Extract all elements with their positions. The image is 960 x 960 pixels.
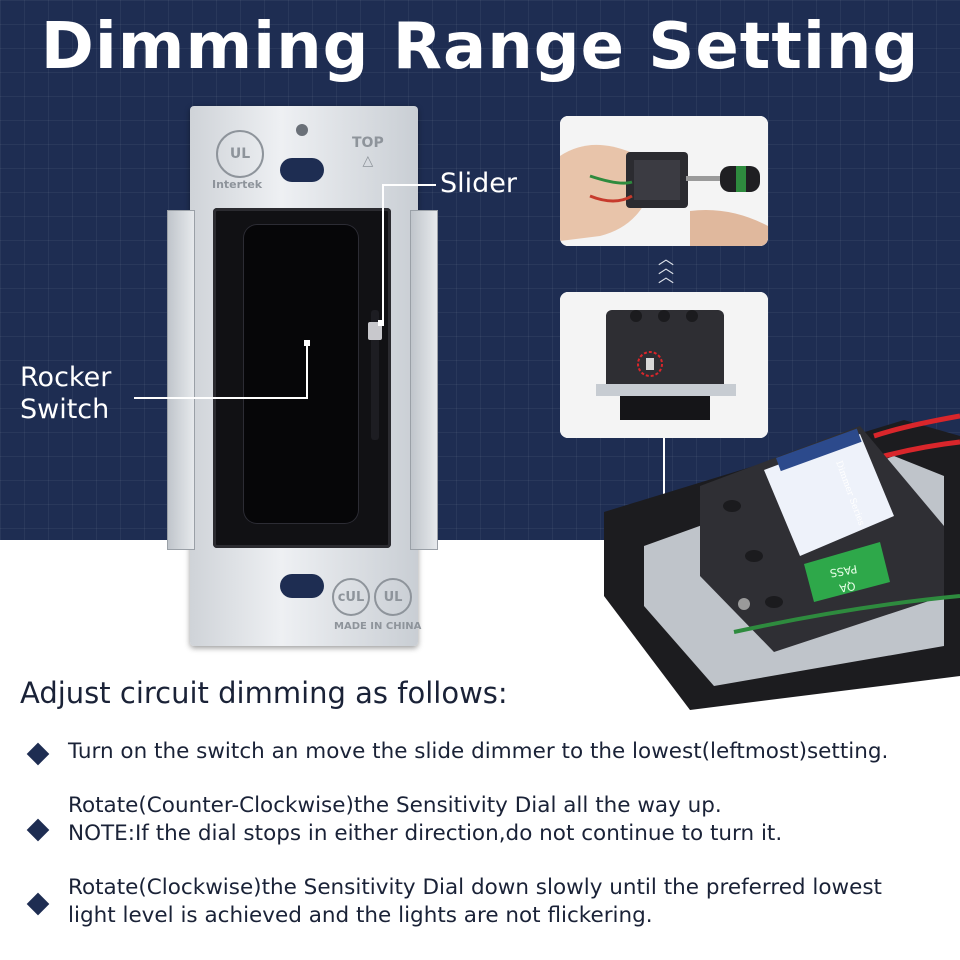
- dial-illustration: [560, 292, 768, 438]
- installed-dimmer-illustration: Dimmer Series PASS QA: [604, 413, 960, 710]
- made-in-label: MADE IN CHINA: [334, 621, 422, 632]
- slider-knob: [368, 322, 382, 340]
- slider-track: [371, 310, 379, 440]
- step-2-line-2: NOTE:If the dial stops in either directi…: [68, 821, 783, 846]
- top-marker: TOP△: [352, 135, 384, 169]
- photo-sensitivity-dial: [560, 292, 768, 438]
- slider-leader-v: [382, 184, 384, 322]
- top-label: TOP: [352, 135, 384, 151]
- instructions-heading: Adjust circuit dimming as follows:: [20, 676, 508, 710]
- screwdriver-illustration: [560, 116, 768, 246]
- plate-ear-right: [410, 210, 438, 550]
- instruction-step-2: Rotate(Counter-Clockwise)the Sensitivity…: [26, 792, 955, 852]
- rocker-callout-line1: Rocker: [20, 362, 112, 393]
- rocker-leader-h: [134, 397, 306, 399]
- installed-dimmer-photo: Dimmer Series PASS QA: [604, 396, 960, 710]
- sticker-qa: QA: [838, 579, 857, 595]
- instruction-step-1: Turn on the switch an move the slide dim…: [26, 738, 955, 768]
- cul-logo: cUL: [332, 578, 370, 616]
- slider-leader-h: [382, 184, 436, 186]
- rocker-leader-dot: [304, 340, 310, 346]
- intertek-logo: Intertek: [212, 178, 263, 191]
- photo-screwdriver-adjust: [560, 116, 768, 246]
- diamond-bullet-icon: [26, 892, 50, 916]
- ul-logo: UL: [216, 130, 264, 178]
- screw-hole-top: [296, 124, 308, 136]
- step-2-line-1: Rotate(Counter-Clockwise)the Sensitivity…: [68, 793, 722, 818]
- rocker-callout-line2: Switch: [20, 394, 110, 425]
- ul-bottom-logo: UL: [374, 578, 412, 616]
- header-band: [0, 0, 960, 540]
- mount-slot-top: [280, 158, 324, 182]
- up-arrows-icon: ︿︿︿: [657, 249, 674, 286]
- dial-leader-v: [663, 438, 665, 548]
- step-3-line-1: Rotate(Clockwise)the Sensitivity Dial do…: [68, 875, 882, 900]
- page-title: Dimming Range Setting: [40, 10, 920, 84]
- step-1-line-1: Turn on the switch an move the slide dim…: [68, 739, 889, 764]
- mount-slot-bottom: [280, 574, 324, 598]
- rocker-leader-v: [306, 344, 308, 399]
- diamond-bullet-icon: [26, 818, 50, 842]
- step-3-line-2: light level is achieved and the lights a…: [68, 903, 653, 928]
- diamond-bullet-icon: [26, 742, 50, 766]
- slider-callout: Slider: [440, 168, 517, 199]
- plate-ear-left: [167, 210, 195, 550]
- instruction-step-3: Rotate(Clockwise)the Sensitivity Dial do…: [26, 874, 955, 934]
- slider-leader-dot: [378, 320, 384, 326]
- rocker-switch: [243, 224, 359, 524]
- sticker-pass: PASS: [829, 562, 858, 580]
